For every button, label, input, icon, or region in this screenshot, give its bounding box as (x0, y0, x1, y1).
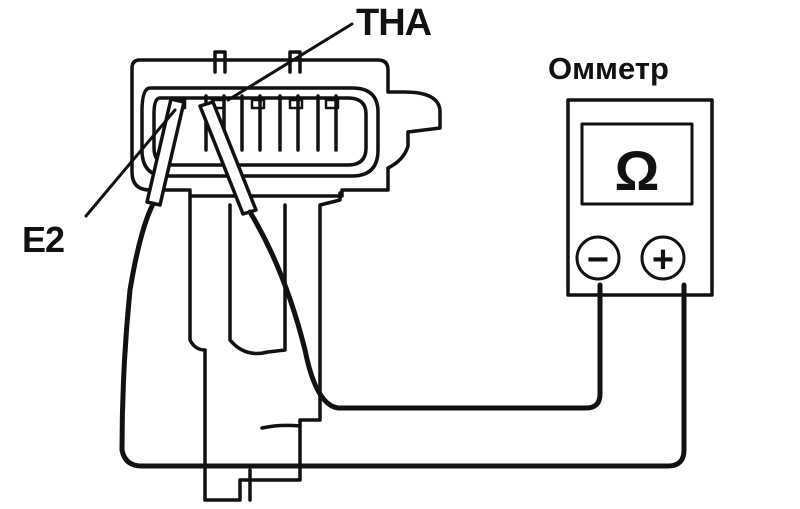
negative-terminal (575, 235, 621, 281)
negative-sign: − (587, 239, 609, 281)
connector-terminals (171, 98, 340, 110)
label-ohmmeter: Омметр (548, 51, 669, 86)
label-e2: E2 (22, 219, 65, 260)
ohm-symbol: Ω (615, 139, 660, 202)
leader-line-e2 (84, 108, 177, 218)
ohmmeter-display (580, 122, 694, 206)
wire-tha-to-negative (247, 209, 603, 411)
sensor-body (188, 191, 342, 502)
positive-terminal (640, 235, 686, 281)
leader-line-tha (226, 22, 354, 102)
ohmmeter-case (566, 98, 714, 297)
positive-sign: + (652, 239, 674, 281)
test-probe-e2 (145, 97, 186, 207)
label-tha: THA (356, 2, 432, 44)
test-probe-tha (198, 100, 258, 216)
wire-e2-to-positive (119, 201, 687, 469)
ohmmeter (566, 98, 714, 297)
